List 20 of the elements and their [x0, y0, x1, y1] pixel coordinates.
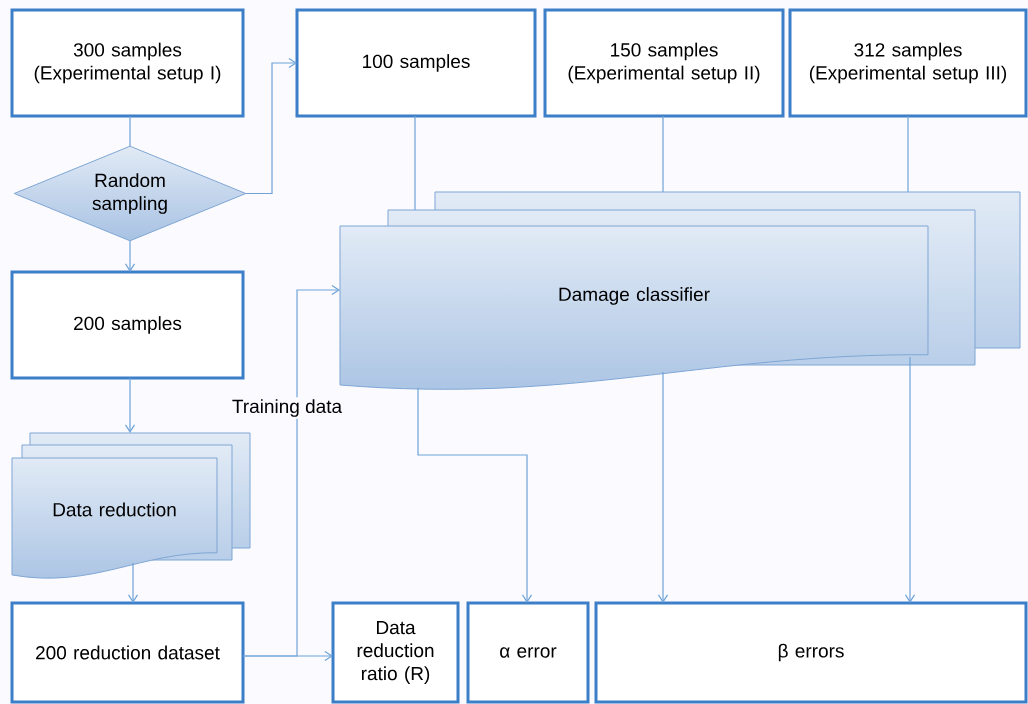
process-box: β errors [594, 601, 1028, 704]
arrow [245, 57, 297, 195]
arrow [242, 284, 340, 657]
process-box: 100 samples [295, 8, 537, 118]
arrow [417, 387, 533, 603]
arrow [657, 371, 669, 603]
process-box: 200 samples [10, 270, 245, 380]
document-stack: Damage classifier [339, 191, 1021, 390]
process-box: 312 samples (Experimental setup III) [788, 8, 1028, 118]
process-box: Data reduction ratio (R) [331, 601, 460, 704]
arrow [124, 240, 136, 272]
arrow [127, 562, 139, 603]
process-box: α error [466, 601, 590, 704]
arrow [904, 356, 916, 603]
arrow [124, 377, 136, 433]
edge-label: Training data [229, 397, 345, 419]
process-box: 150 samples (Experimental setup II) [543, 8, 785, 118]
process-box: 200 reduction dataset [10, 601, 245, 704]
process-box: 300 samples (Experimental setup I) [10, 8, 245, 118]
document-stack: Data reduction [11, 432, 251, 579]
